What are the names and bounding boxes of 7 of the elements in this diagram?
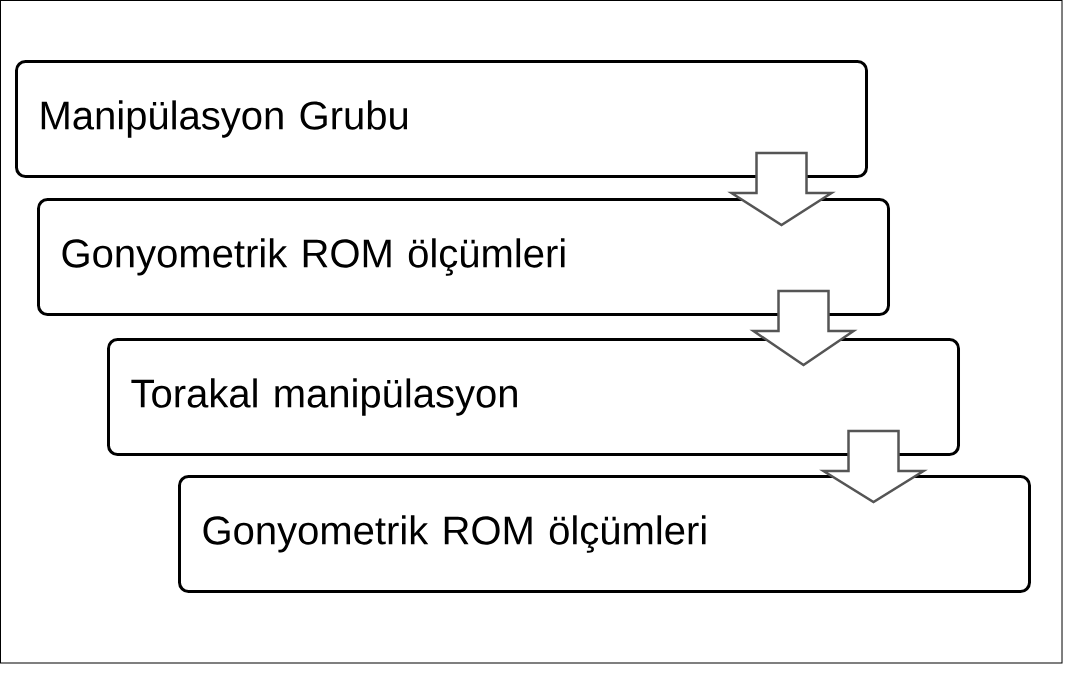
process-box: Gonyometrik ROM ölçümleri — [178, 475, 1031, 593]
process-box: Gonyometrik ROM ölçümleri — [37, 198, 890, 316]
block-arrow — [727, 151, 836, 227]
block-arrow — [749, 289, 858, 367]
process-box: Manipülasyon Grubu — [15, 60, 868, 178]
block-arrow — [819, 429, 928, 504]
process-box: Torakal manipülasyon — [107, 338, 960, 456]
